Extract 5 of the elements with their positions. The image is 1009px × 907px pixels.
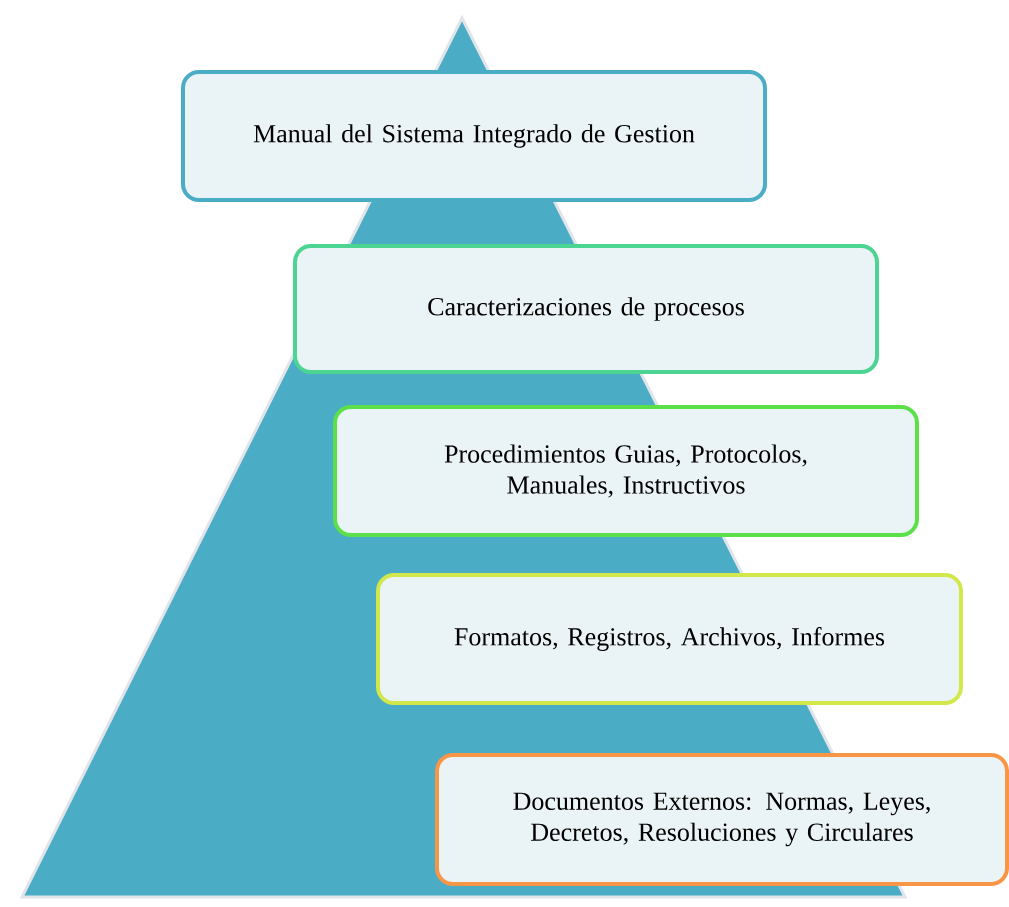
text-box: Formatos, Registros, Archivos, Informes	[376, 573, 963, 705]
text-box: Procedimientos Guias, Protocolos, Manuales, Instructivos	[333, 405, 919, 537]
text-box: Manual del Sistema Integrado de Gestion	[181, 70, 767, 202]
text-box: Caracterizaciones de procesos	[293, 244, 879, 374]
text-box: Documentos Externos: Normas, Leyes, Decretos, Resoluciones y Circulares	[435, 753, 1009, 886]
